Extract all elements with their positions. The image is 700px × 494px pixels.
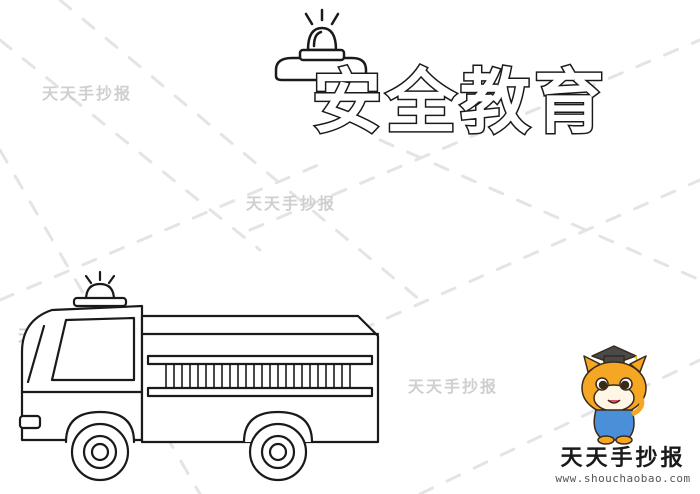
page-title: 安全教育 xyxy=(312,61,608,143)
brand-logo: 天天手抄报 www.shouchaobao.com xyxy=(548,446,698,486)
watermark: 天天手抄报 xyxy=(246,194,337,213)
watermark: 天天手抄报 xyxy=(42,84,133,103)
siren-icon xyxy=(274,8,368,82)
brand-url: www.shouchaobao.com xyxy=(555,472,691,485)
watermark: 天天手抄报 xyxy=(408,377,499,396)
brand-name: 天天手抄报 xyxy=(560,446,686,471)
